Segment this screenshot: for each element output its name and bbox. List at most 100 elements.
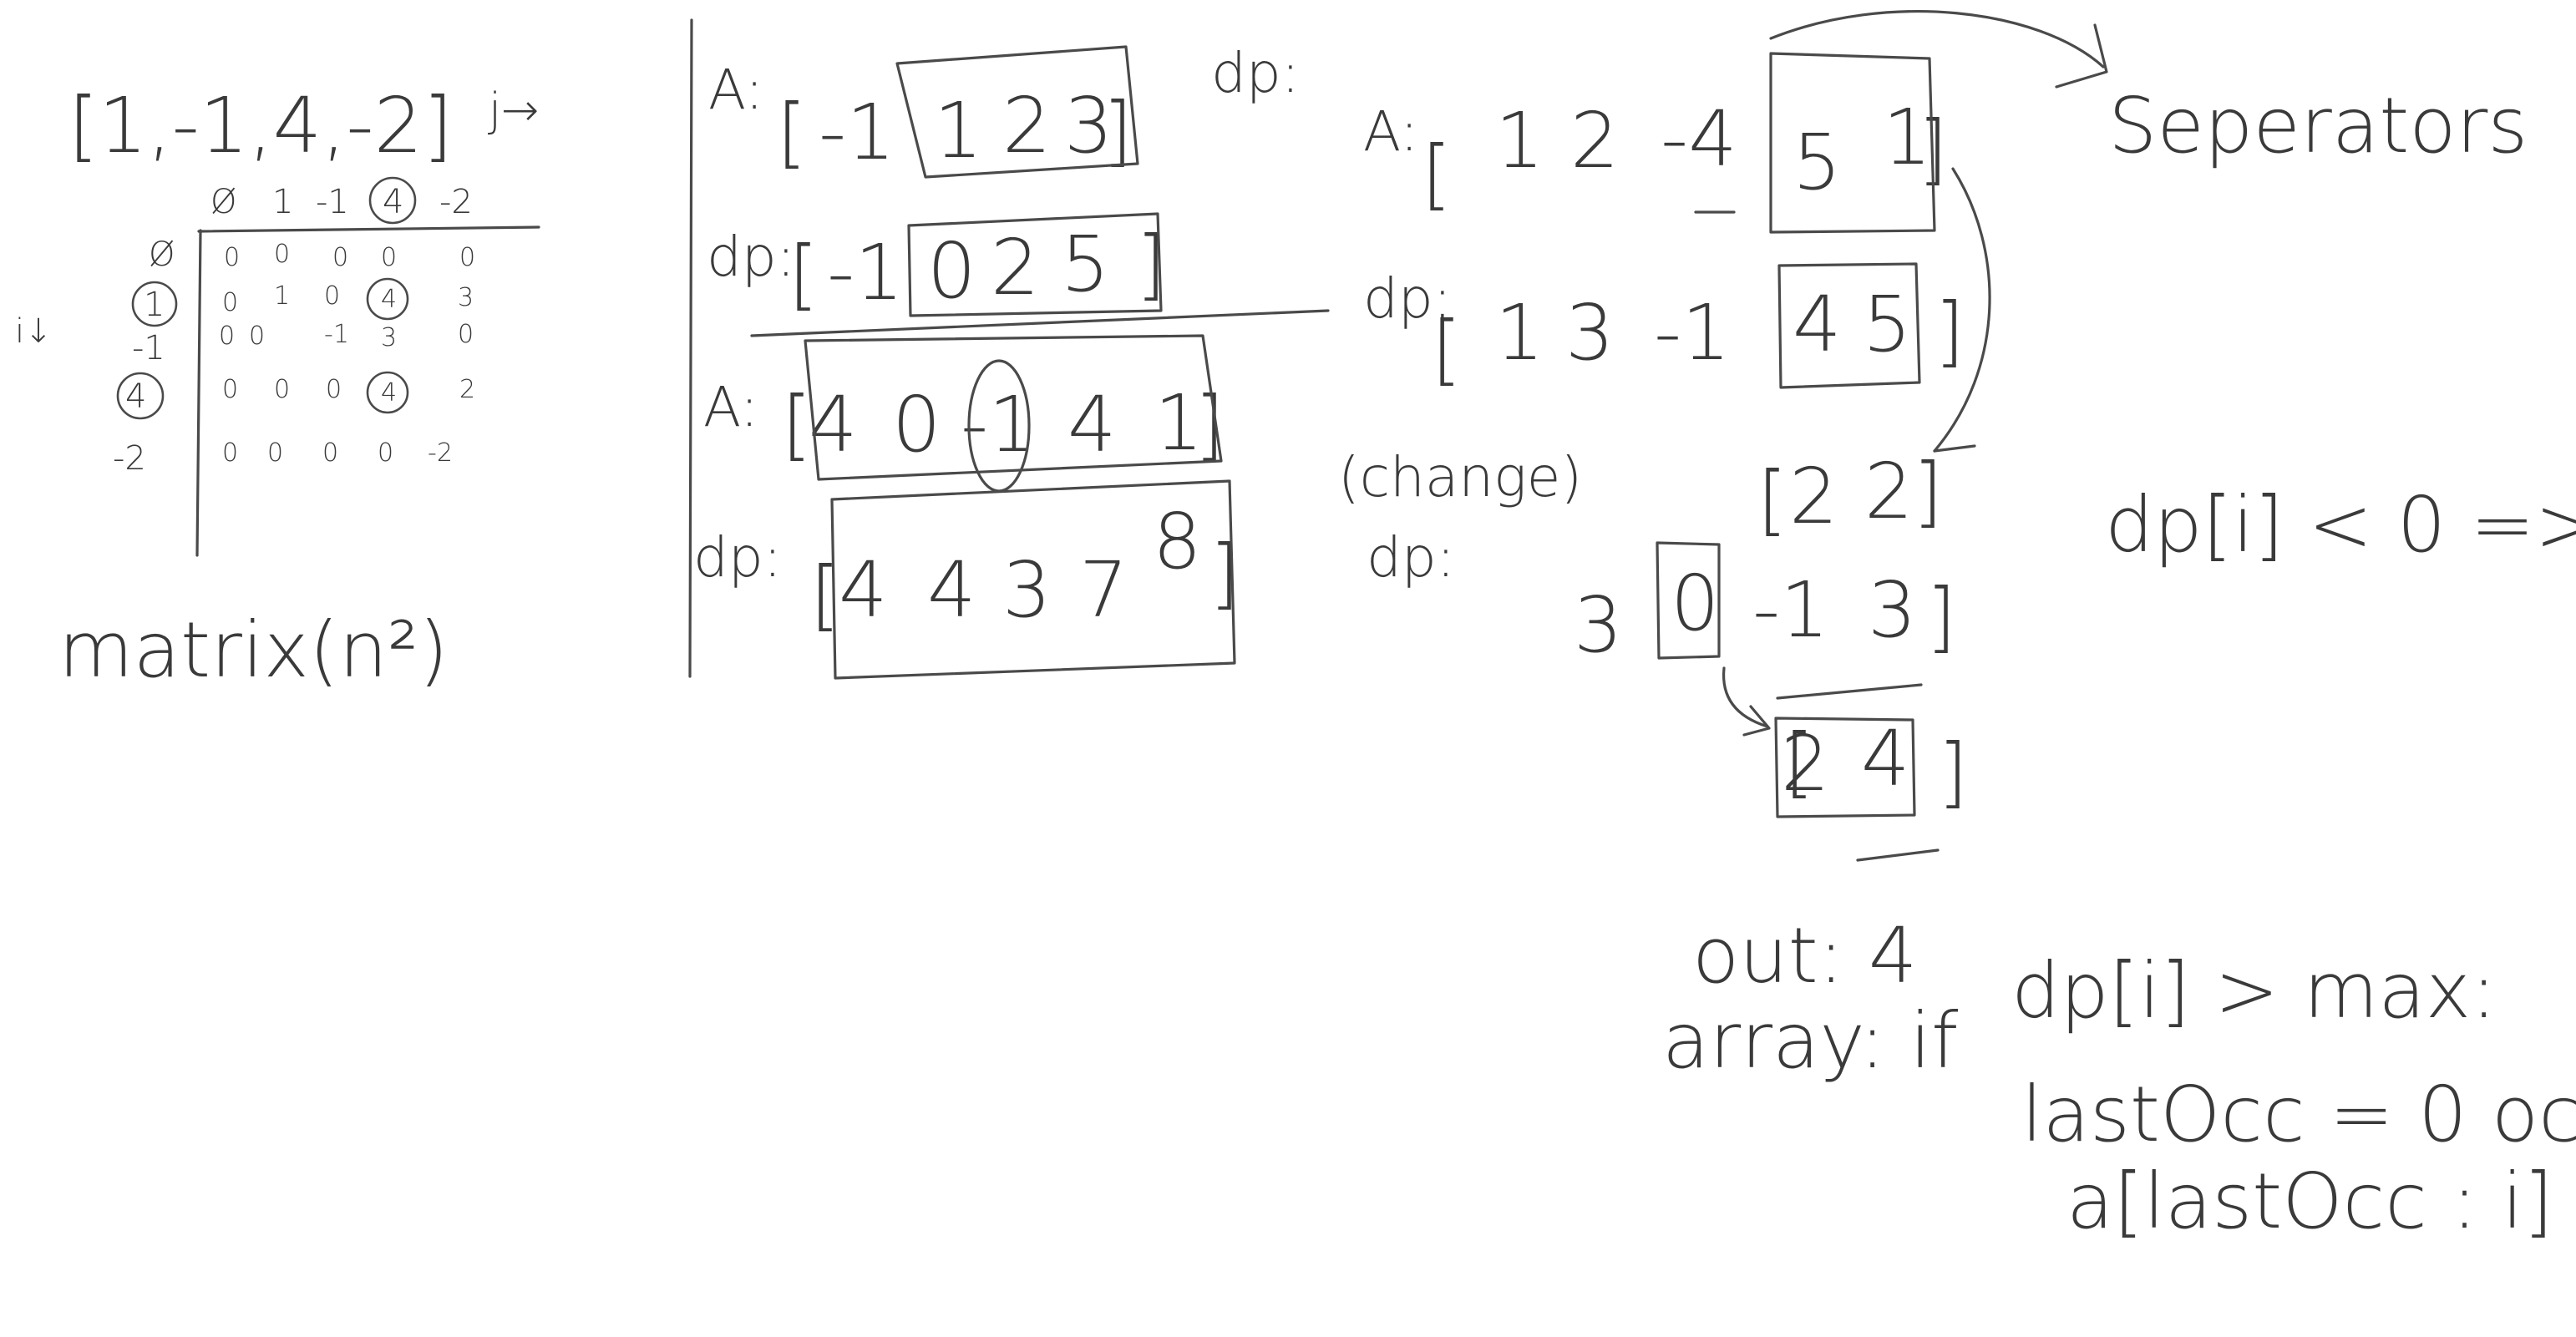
- col-header: Ø: [210, 183, 236, 221]
- a-value: 1: [1495, 96, 1544, 185]
- condition-line: dp[i] > max:: [2011, 946, 2497, 1036]
- bracket-close: ]: [1935, 286, 1965, 376]
- j-axis-label: j→: [488, 84, 539, 136]
- matrix-cell: 3: [381, 323, 397, 352]
- matrix-cell: 0: [274, 375, 290, 404]
- bracket-close: ]: [1926, 572, 1956, 661]
- right-section: dp: A: [ 1 2 -4 5 1 ] dp: [ 1 3 -1 4 5 ]…: [1211, 10, 2576, 1246]
- matrix-cell: 0: [324, 281, 340, 311]
- separator-box: [1769, 52, 1936, 234]
- matrix-cell: 0: [378, 438, 393, 468]
- row-header: -2: [113, 439, 146, 478]
- curve-arrow: [1933, 167, 1991, 453]
- matrix-cell: 1: [274, 281, 290, 311]
- dp-value: 7: [1079, 545, 1128, 635]
- bracket-open: [: [810, 550, 840, 640]
- dp-value: 3: [1565, 288, 1615, 377]
- separator-arrow: [1769, 10, 2105, 68]
- a-label: A:: [1363, 99, 1418, 164]
- out-line: out: 4: [1692, 911, 1917, 1000]
- matrix-cell: -2: [428, 438, 453, 468]
- cell-highlight: [366, 371, 409, 414]
- matrix-cell: 0: [267, 438, 283, 468]
- section-divider: [688, 18, 693, 678]
- bracket-open: [: [1432, 305, 1462, 394]
- dp-value: 0: [927, 226, 976, 316]
- example-separator: [750, 309, 1330, 337]
- a-value: 2: [1570, 96, 1620, 185]
- dp-value: 4: [927, 545, 976, 635]
- matrix-cell: 0: [222, 375, 238, 404]
- dp-heading: dp:: [1211, 41, 1300, 105]
- array-line: array: if: [1662, 996, 1959, 1086]
- dp-value: 4: [839, 545, 888, 635]
- slice-line: a[lastOcc : i]: [2066, 1157, 2553, 1246]
- a-value: 3: [1064, 81, 1113, 170]
- a-value: 4: [1067, 380, 1117, 469]
- a-value: -1: [819, 88, 895, 177]
- row-header: 4: [125, 377, 146, 416]
- matrix-cell: 2: [459, 375, 475, 404]
- matrix-col-headers: Ø 1 -1 4 -2: [210, 183, 473, 221]
- i-axis-label: i↓: [15, 312, 53, 351]
- dp-changed-value: 3: [1868, 565, 1917, 655]
- matrix-cell: 0: [459, 243, 475, 272]
- curve-arrow-head: [1933, 444, 1976, 453]
- dp-label: dp:: [707, 225, 795, 289]
- result-value: 4: [1861, 714, 1910, 803]
- bracket-open: [: [777, 88, 807, 177]
- a-value: 1: [1154, 378, 1204, 468]
- bracket-open: [: [1422, 129, 1452, 219]
- matrix-cell: 0: [222, 438, 238, 468]
- col-header: 4: [383, 183, 403, 221]
- down-arrow-head: [1742, 705, 1771, 737]
- col-header: 1: [272, 183, 293, 221]
- matrix-cell: 0: [326, 375, 342, 404]
- matrix-cell: 0: [381, 243, 397, 272]
- matrix-cell: 3: [458, 283, 474, 312]
- dp-value: 8: [1153, 497, 1202, 586]
- changed-value: 2: [1864, 447, 1914, 536]
- last-occ-line: lastOcc = 0 occ: [2021, 1070, 2576, 1159]
- bracket-close: ]: [1103, 86, 1133, 175]
- matrix-cell: 0: [222, 288, 238, 317]
- input-array: [1,-1,4,-2]: [68, 81, 453, 170]
- matrix-cell: 4: [381, 378, 397, 408]
- matrix-cell: 0: [274, 240, 290, 269]
- a-label: A:: [708, 58, 763, 122]
- bracket-open: [: [782, 380, 812, 469]
- matrix-cell: 0: [332, 243, 348, 272]
- a-value: 1: [1883, 93, 1932, 182]
- matrix-cell: -1: [324, 320, 349, 349]
- col-header: -1: [316, 183, 349, 221]
- dp-value: -1: [827, 228, 904, 317]
- row-header: -1: [132, 329, 165, 367]
- matrix-cell: 0: [322, 438, 338, 468]
- array-box: [830, 479, 1236, 680]
- change-label: (change): [1338, 445, 1582, 509]
- middle-section: A: [ -1 1 2 3 ] dp: [ -1 0 2 5 ] A: [ 4 …: [693, 45, 1330, 680]
- subarray-box: [895, 45, 1139, 179]
- matrix-section: [1,-1,4,-2] j→ i↓ Ø 1 -1 4 -2 Ø 1 -1 4 -…: [15, 81, 540, 695]
- bracket-close: ]: [1938, 727, 1968, 817]
- a-value: 1: [934, 86, 983, 175]
- row-header: Ø: [149, 235, 175, 274]
- matrix-cell: 0: [458, 320, 474, 349]
- matrix-cell: 4: [381, 285, 397, 314]
- subarray-box: [907, 212, 1163, 317]
- matrix-row-headers: Ø 1 -1 4 -2: [113, 235, 175, 478]
- a-value: 2: [1002, 81, 1052, 170]
- a-value: -4: [1661, 94, 1737, 184]
- matrix-cell: 0: [219, 322, 235, 351]
- matrix-cells: 0 0 0 0 0 0 1 0 4 3 0 0 -1 3 0 0 0 0 4 2…: [219, 240, 475, 468]
- matrix-top-rule: [197, 225, 540, 233]
- result-underline: [1856, 848, 1940, 862]
- result-value: 2: [1781, 719, 1830, 808]
- cell-highlight: [366, 277, 409, 321]
- dp-value: 1: [1495, 288, 1544, 377]
- a-label: A:: [703, 375, 758, 439]
- col-header-highlight: [368, 176, 417, 225]
- changed-value: 2: [1789, 452, 1838, 541]
